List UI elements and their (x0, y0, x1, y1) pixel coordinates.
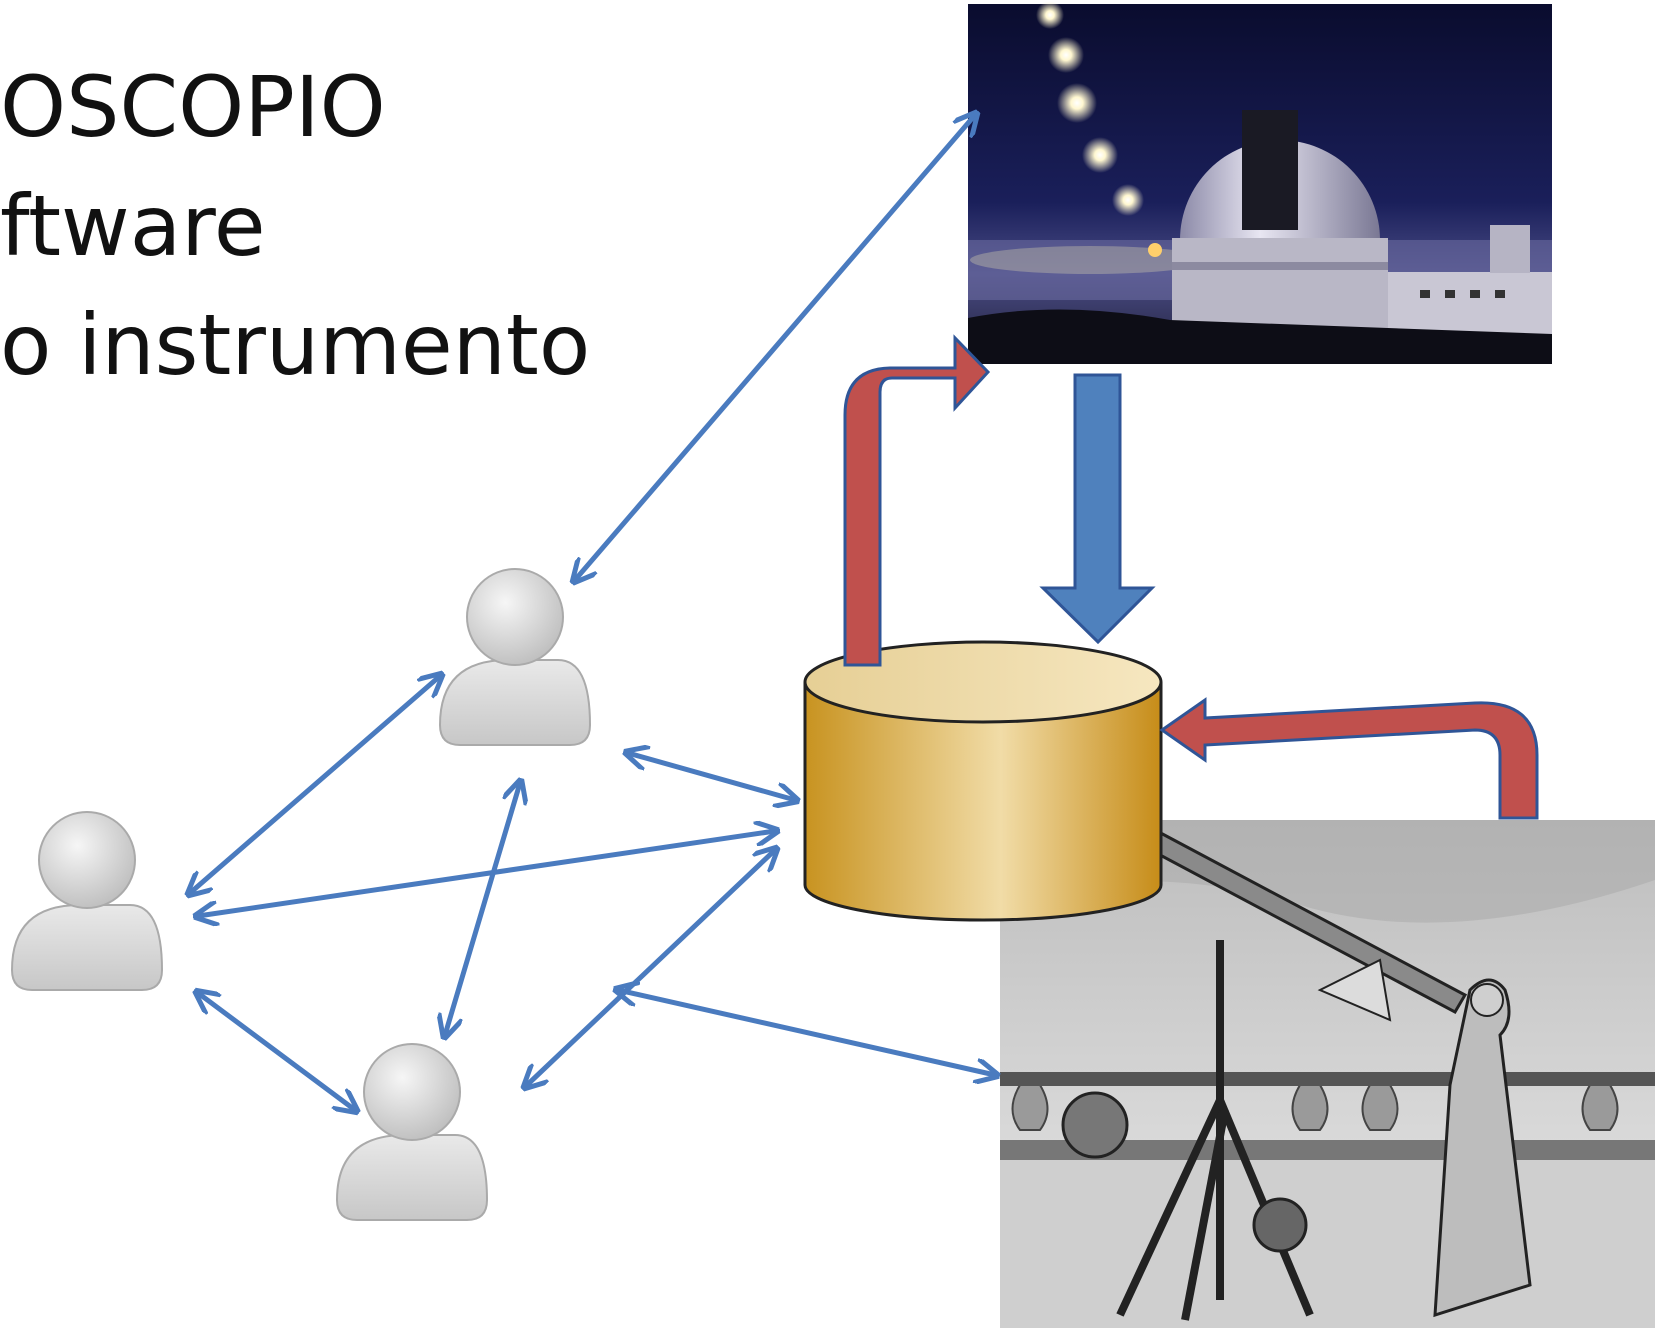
flow-arrow-database-to-observatory (843, 334, 991, 667)
connector-user2-observatory (575, 115, 975, 580)
connector-user1-user2 (190, 676, 440, 893)
connector-user2-user3 (445, 783, 520, 1035)
connector-hub-engraving (618, 990, 995, 1075)
user-icon-left (10, 811, 164, 991)
flow-arrow-engraving-to-database (1159, 697, 1539, 820)
bullet-line-1: OSCOPIO (0, 58, 386, 156)
connector-lines (190, 115, 995, 1110)
connector-user1-user3 (198, 993, 355, 1110)
user-icon-bottom (335, 1043, 489, 1221)
observatory-photo (968, 1, 1552, 364)
connector-user2-database (628, 753, 795, 800)
flow-arrow-observatory-to-database (1039, 373, 1156, 645)
astronomer-engraving (1000, 820, 1655, 1328)
bullet-line-3: o instrumento (0, 296, 591, 394)
connector-user3-database (526, 850, 775, 1086)
user-icon-top (438, 568, 592, 746)
bullet-line-2: ftware (0, 177, 266, 275)
database-cylinder (803, 640, 1163, 922)
